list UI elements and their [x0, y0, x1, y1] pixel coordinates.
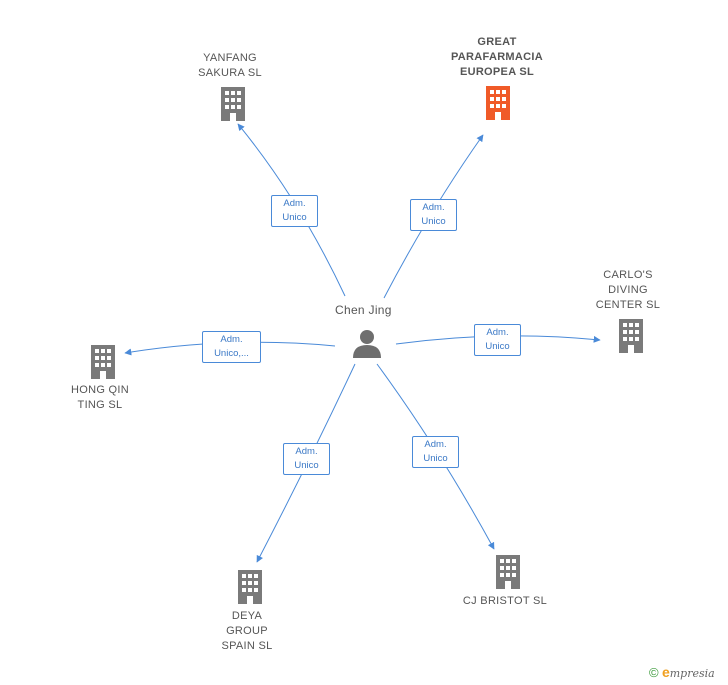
brand-logo-e: e [661, 664, 670, 680]
company-label-deya-group[interactable]: DEYA GROUP SPAIN SL [221, 610, 273, 652]
role-box-hong-qin: Adm. Unico,... [202, 331, 261, 363]
building-icon-great-parafarmacia[interactable] [483, 86, 513, 120]
person-icon[interactable] [352, 328, 382, 358]
role-box-carlos-diving: Adm. Unico [474, 324, 521, 356]
building-icon-deya-group[interactable] [235, 570, 265, 604]
role-box-cj-bristot: Adm. Unico [412, 436, 459, 468]
building-icon-carlos-diving[interactable] [616, 319, 646, 353]
footer-brand: © empresia [649, 664, 715, 680]
role-box-great-parafarmacia: Adm. Unico [410, 199, 457, 231]
person-name[interactable]: Chen Jing [335, 303, 392, 317]
building-icon-yanfang[interactable] [218, 87, 248, 121]
company-label-great-parafarmacia[interactable]: GREAT PARAFARMACIA EUROPEA SL [450, 36, 543, 78]
building-icon-cj-bristot[interactable] [493, 555, 523, 589]
brand-name: mpresia [669, 667, 715, 680]
company-label-hong-qin[interactable]: HONG QIN TING SL [70, 384, 129, 411]
role-box-yanfang: Adm. Unico [271, 195, 318, 227]
role-box-deya-group: Adm. Unico [283, 443, 330, 475]
building-icon-hong-qin[interactable] [88, 345, 118, 379]
company-label-yanfang[interactable]: YANFANG SAKURA SL [198, 52, 262, 79]
copyright-icon: © [649, 665, 659, 680]
company-label-carlos-diving[interactable]: CARLO'S DIVING CENTER SL [595, 269, 661, 311]
company-label-cj-bristot[interactable]: CJ BRISTOT SL [462, 595, 548, 607]
